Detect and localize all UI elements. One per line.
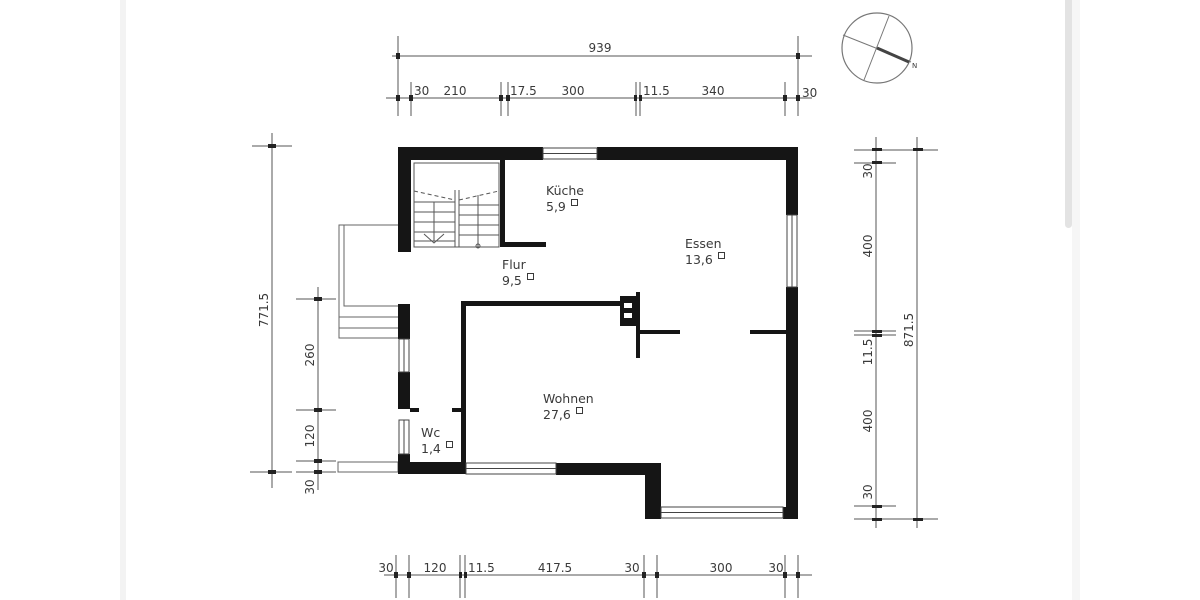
dim-left-seg: 120 bbox=[303, 425, 317, 448]
room-name: Flur bbox=[502, 257, 526, 272]
staircase bbox=[413, 162, 500, 249]
dim-bottom-seg: 300 bbox=[710, 561, 733, 575]
dim-top-seg: 30 bbox=[414, 84, 429, 98]
room-area: 5,9 bbox=[546, 199, 584, 215]
walls bbox=[398, 147, 798, 519]
chimney-flues bbox=[624, 303, 632, 318]
dim-bottom-seg: 11.5 bbox=[468, 561, 495, 575]
bottom-dimension-ticks bbox=[394, 572, 800, 578]
left-dimension-lines bbox=[250, 133, 336, 490]
dim-right-seg: 11.5 bbox=[861, 339, 875, 366]
stair-cut-line bbox=[413, 190, 500, 201]
dim-top-seg: 340 bbox=[702, 84, 725, 98]
room-name: Wc bbox=[421, 425, 441, 440]
room-area: 1,4 bbox=[421, 441, 453, 457]
dim-top-total: 939 bbox=[589, 41, 612, 55]
interior-walls bbox=[410, 157, 786, 466]
dim-left-seg: 30 bbox=[303, 479, 317, 494]
dim-left-seg: 260 bbox=[303, 344, 317, 367]
entrance-steps bbox=[337, 224, 399, 473]
dim-top-seg: 11.5 bbox=[643, 84, 670, 98]
room-label-wohnen: Wohnen 27,6 bbox=[543, 391, 594, 423]
dim-top-seg: 30 bbox=[802, 86, 817, 100]
page-edge-right bbox=[1072, 0, 1080, 600]
dim-top-seg: 17.5 bbox=[510, 84, 537, 98]
bottom-dimension-lines bbox=[384, 555, 812, 598]
dim-bottom-seg: 120 bbox=[424, 561, 447, 575]
top-dimension-ticks bbox=[396, 53, 800, 101]
room-area: 27,6 bbox=[543, 407, 594, 423]
dim-top-seg: 300 bbox=[562, 84, 585, 98]
dim-right-total: 871.5 bbox=[902, 313, 916, 347]
room-label-flur: Flur 9,5 bbox=[502, 257, 534, 289]
north-arrow-icon: N bbox=[841, 12, 917, 84]
dim-right-seg: 400 bbox=[861, 410, 875, 433]
room-area: 13,6 bbox=[685, 252, 725, 268]
page-edge-left bbox=[120, 0, 126, 600]
dim-bottom-seg: 30 bbox=[624, 561, 639, 575]
dim-right-seg: 30 bbox=[861, 163, 875, 178]
top-dimension-lines bbox=[386, 36, 812, 116]
dim-left-total: 771.5 bbox=[257, 293, 271, 327]
room-name: Wohnen bbox=[543, 391, 594, 406]
room-label-essen: Essen 13,6 bbox=[685, 236, 725, 268]
right-dimension-ticks bbox=[872, 148, 923, 521]
svg-text:N: N bbox=[912, 62, 917, 70]
room-label-kueche: Küche 5,9 bbox=[546, 183, 584, 215]
dim-bottom-seg: 417.5 bbox=[538, 561, 572, 575]
left-dimension-ticks bbox=[268, 144, 322, 474]
scrollbar-thumb[interactable] bbox=[1065, 0, 1072, 228]
dim-top-seg: 210 bbox=[444, 84, 467, 98]
dim-bottom-seg: 30 bbox=[768, 561, 783, 575]
room-name: Essen bbox=[685, 236, 722, 251]
dim-bottom-seg: 30 bbox=[378, 561, 393, 575]
dim-right-seg: 30 bbox=[861, 484, 875, 499]
dim-right-seg: 400 bbox=[861, 235, 875, 258]
room-area: 9,5 bbox=[502, 273, 534, 289]
windows bbox=[398, 147, 798, 519]
room-label-wc: Wc 1,4 bbox=[421, 425, 453, 457]
right-dimension-lines bbox=[854, 137, 938, 528]
room-name: Küche bbox=[546, 183, 584, 198]
